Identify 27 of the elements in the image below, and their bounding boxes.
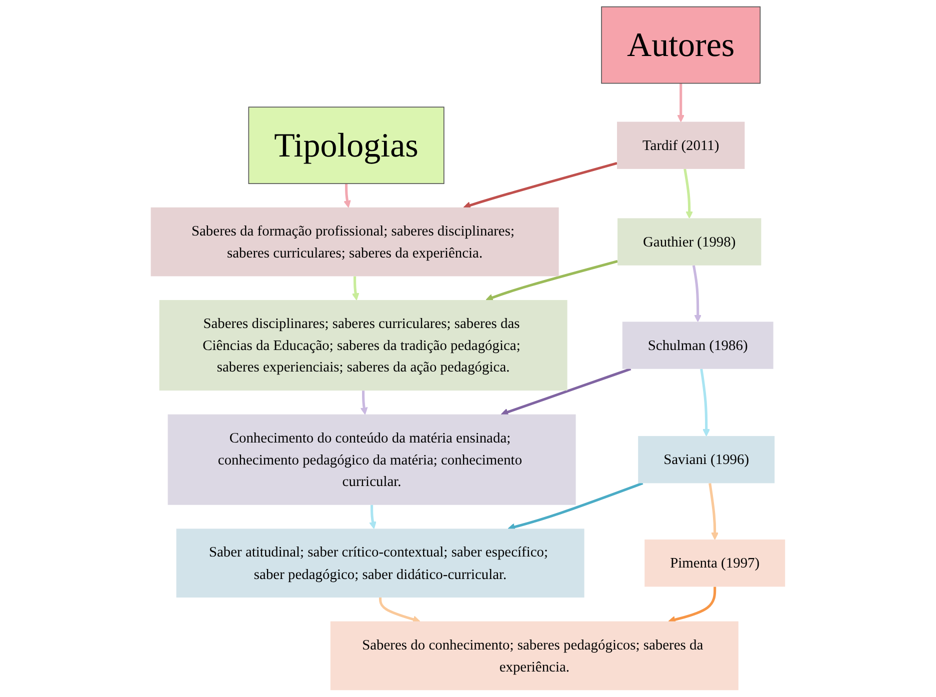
node-box: Saviani (1996)	[638, 436, 775, 484]
node-box: Pimenta (1997)	[644, 540, 786, 587]
arrow	[379, 598, 420, 623]
arrow	[352, 276, 360, 300]
arrow	[344, 184, 351, 208]
node-box: Schulman (1986)	[622, 322, 774, 369]
node-box: Gauthier (1998)	[618, 218, 762, 266]
arrow	[508, 482, 644, 531]
arrow	[700, 368, 710, 436]
node-box: Tipologias	[248, 106, 444, 184]
node-box: Saberes disciplinares; saberes curriculares; saberes das Ciências da Educação; saberes da tradição pedagógica; saberes experienciais; saberes da ação pedagógica.	[159, 300, 568, 391]
arrow	[668, 586, 716, 624]
arrow	[684, 168, 694, 219]
node-box: Saberes do conhecimento; saberes pedagógicos; saberes da experiência.	[330, 621, 738, 690]
node-box: Saber atitudinal; saber crítico-contextual; saber específico; saber pedagógico; saber didático-curricular.	[176, 528, 584, 598]
arrow	[677, 83, 685, 122]
arrow	[463, 162, 618, 209]
arrow	[486, 260, 618, 302]
node-box: Tardif (2011)	[617, 122, 745, 169]
node-box: Autores	[601, 6, 761, 84]
arrow	[708, 483, 719, 540]
arrow	[692, 265, 702, 322]
node-box: Conhecimento do conteúdo da matéria ensinada; conhecimento pedagógico da matéria; conhecimento curricular.	[168, 414, 576, 505]
arrow	[360, 390, 368, 415]
node-box: Saberes da formação profissional; saberes disciplinares; saberes curriculares; saberes da experiência.	[150, 207, 559, 276]
arrow	[369, 504, 376, 530]
arrow	[500, 368, 632, 416]
